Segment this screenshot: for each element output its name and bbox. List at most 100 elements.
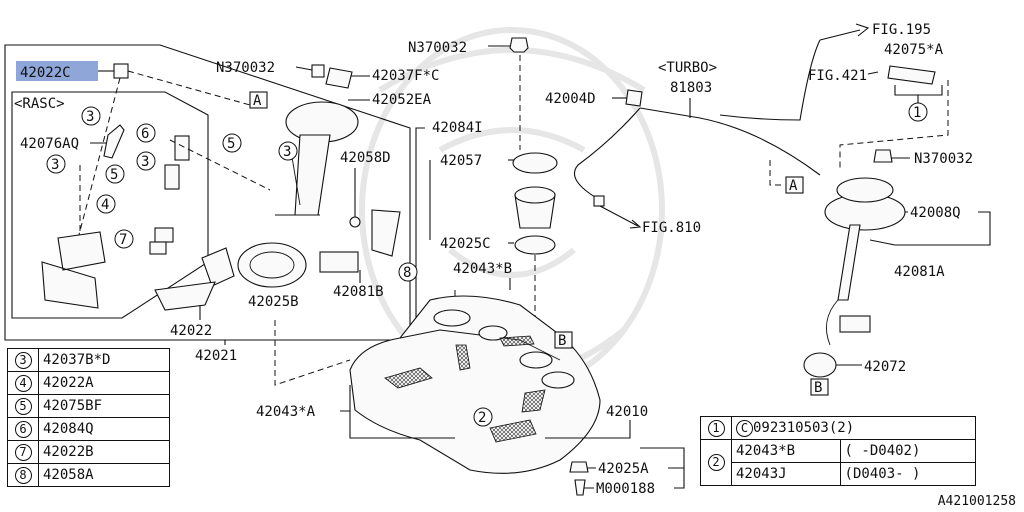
- callout-6-label[interactable]: 6: [141, 126, 149, 142]
- label-42076AQ[interactable]: 42076AQ: [20, 136, 79, 152]
- part-42057-ring[interactable]: [512, 152, 558, 174]
- part-42022A[interactable]: [154, 227, 174, 243]
- label-42010[interactable]: 42010: [606, 404, 648, 420]
- box-A-left[interactable]: [249, 91, 268, 109]
- callout-2-tank-label[interactable]: 2: [478, 410, 486, 426]
- callout-3a[interactable]: [81, 106, 101, 126]
- part-42010-fuel-tank[interactable]: [349, 295, 601, 474]
- label-42025B[interactable]: 42025B: [248, 294, 299, 310]
- label-42043B[interactable]: 42043*B: [453, 261, 512, 277]
- label-FIG810[interactable]: FIG.810: [642, 220, 701, 236]
- label-N370032-center[interactable]: N370032: [408, 40, 467, 56]
- callout-3d[interactable]: [278, 141, 298, 161]
- callout-1-top[interactable]: [908, 102, 928, 122]
- part-fuel-pump[interactable]: [201, 247, 235, 287]
- box-B-right[interactable]: [810, 378, 829, 396]
- part-42076AQ-hose[interactable]: [103, 124, 125, 159]
- part-42075BF[interactable]: [164, 164, 180, 190]
- part-N370032-right[interactable]: [873, 149, 893, 163]
- label-N370032-top[interactable]: N370032: [216, 60, 275, 76]
- callout-3b-label[interactable]: 3: [51, 157, 59, 173]
- callout-3c-label[interactable]: 3: [141, 154, 149, 170]
- part-42025A[interactable]: [569, 461, 589, 473]
- callout-7-label[interactable]: 7: [119, 232, 127, 248]
- notes-row-2a[interactable]: 2 42043*B ( -D0402): [700, 439, 977, 486]
- callout-2-tank[interactable]: [473, 407, 493, 427]
- notes-row-2b[interactable]: 42043J (D0403- ): [701, 462, 977, 486]
- part-42075A-hose[interactable]: [887, 65, 936, 85]
- callout-5a-label[interactable]: 5: [110, 167, 118, 183]
- label-M000188[interactable]: M000188: [596, 481, 655, 497]
- part-42025B-gasket[interactable]: [237, 242, 307, 288]
- label-42072[interactable]: 42072: [864, 359, 906, 375]
- label-42081B[interactable]: 42081B: [333, 284, 384, 300]
- callout-3d-label[interactable]: 3: [283, 144, 291, 160]
- box-B-tank[interactable]: [554, 331, 573, 349]
- part-42072[interactable]: [803, 352, 837, 378]
- label-42021[interactable]: 42021: [195, 348, 237, 364]
- callout-6[interactable]: [136, 123, 156, 143]
- callout-3c[interactable]: [136, 151, 156, 171]
- callout-5b-label[interactable]: 5: [227, 136, 235, 152]
- label-42058D[interactable]: 42058D: [340, 150, 391, 166]
- label-42075A[interactable]: 42075*A: [884, 42, 944, 58]
- callout-7[interactable]: [114, 229, 134, 249]
- callout-5b[interactable]: [222, 133, 242, 153]
- part-N370032-center[interactable]: [509, 37, 529, 53]
- part-42081A-gauge[interactable]: [837, 224, 861, 301]
- part-42025C-gasket[interactable]: [514, 235, 556, 255]
- label-FIG421[interactable]: FIG.421: [808, 68, 867, 84]
- label-N370032-right[interactable]: N370032: [914, 151, 973, 167]
- label-42037FC[interactable]: 42037F*C: [372, 68, 439, 84]
- label-42004D[interactable]: 42004D: [545, 91, 596, 107]
- callout-8-label[interactable]: 8: [403, 265, 411, 281]
- callout-3a-label[interactable]: 3: [86, 109, 94, 125]
- callout-1-top-label[interactable]: 1: [913, 105, 921, 121]
- callout-8[interactable]: [398, 262, 418, 282]
- label-42008Q[interactable]: 42008Q: [910, 205, 961, 221]
- part-42037FC[interactable]: [325, 67, 353, 89]
- label-42022[interactable]: 42022: [170, 323, 212, 339]
- fuel-lines[interactable]: [573, 39, 821, 201]
- label-42084I[interactable]: 42084I: [432, 120, 483, 136]
- part-42022C-connector[interactable]: [113, 63, 129, 79]
- label-42081A[interactable]: 42081A: [894, 264, 945, 280]
- label-42057[interactable]: 42057: [440, 153, 482, 169]
- callout-4[interactable]: [96, 194, 116, 214]
- part-42081B[interactable]: [319, 251, 359, 273]
- part-42022B[interactable]: [149, 241, 167, 255]
- callout-5a[interactable]: [105, 164, 125, 184]
- part-42022-filter[interactable]: [154, 281, 216, 311]
- part-pump-bracket[interactable]: [294, 134, 331, 216]
- part-42084Q[interactable]: [174, 135, 190, 161]
- part-sender-bracket[interactable]: [371, 209, 401, 257]
- label-81803[interactable]: 81803: [670, 80, 712, 96]
- box-B-tank-label[interactable]: B: [558, 333, 566, 349]
- part-sender-float[interactable]: [839, 315, 871, 333]
- part-sender-flange[interactable]: [836, 177, 894, 203]
- callout-4-label[interactable]: 4: [101, 197, 109, 213]
- box-B-right-label[interactable]: B: [814, 380, 822, 396]
- part-M000188-bolt[interactable]: [574, 479, 586, 496]
- part-42004D-clip[interactable]: [625, 89, 643, 107]
- part-42058D-nut[interactable]: [349, 216, 361, 228]
- label-FIG195[interactable]: FIG.195: [872, 22, 931, 38]
- callout-3b[interactable]: [46, 154, 66, 174]
- box-A-left-label[interactable]: A: [253, 93, 262, 109]
- label-42043A[interactable]: 42043*A: [256, 404, 316, 420]
- part-rasc-module[interactable]: [41, 231, 106, 309]
- label-42025C[interactable]: 42025C: [440, 236, 491, 252]
- label-42025A[interactable]: 42025A: [598, 461, 649, 477]
- part-N370032-top[interactable]: [311, 64, 325, 78]
- box-A-right-label[interactable]: A: [789, 178, 798, 194]
- label-42052EA[interactable]: 42052EA: [372, 92, 432, 108]
- label-42022C[interactable]: 42022C: [20, 65, 71, 81]
- box-A-right[interactable]: [785, 176, 804, 194]
